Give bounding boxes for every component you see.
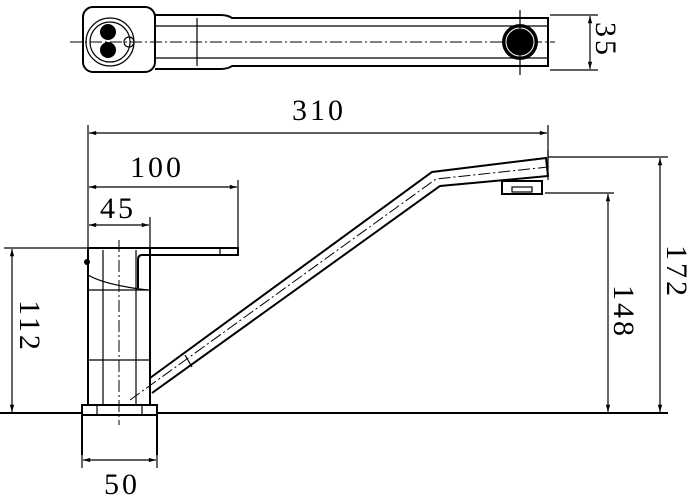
dim-label-50: 50 [104, 468, 140, 500]
spout-aerator [501, 180, 543, 195]
top-spout-outline [155, 14, 549, 70]
dim-label-35: 35 [589, 22, 622, 58]
lever-handle [88, 247, 239, 288]
aerator-insert [511, 186, 533, 193]
dim-label-172: 172 [660, 245, 693, 299]
body-curve [87, 274, 149, 291]
mounting-shank [81, 415, 158, 455]
swivel-spout [149, 156, 550, 394]
side-view-dimensions: 310 100 45 112 148 172 50 [4, 94, 693, 500]
dim-label-112: 112 [13, 300, 46, 353]
spout-centerline [129, 166, 549, 401]
side-view [0, 150, 668, 455]
indicator-icon [84, 259, 90, 265]
dim-label-100: 100 [130, 151, 184, 184]
top-view: 35 [70, 6, 622, 75]
top-body-outline [82, 6, 156, 73]
hot-port-icon [100, 24, 116, 40]
cold-port-icon [100, 42, 116, 58]
base-ring [81, 404, 158, 416]
dim-label-148: 148 [607, 285, 640, 339]
dim-label-310: 310 [292, 94, 346, 127]
dim-label-45: 45 [100, 192, 136, 225]
spout-joint [184, 354, 193, 368]
